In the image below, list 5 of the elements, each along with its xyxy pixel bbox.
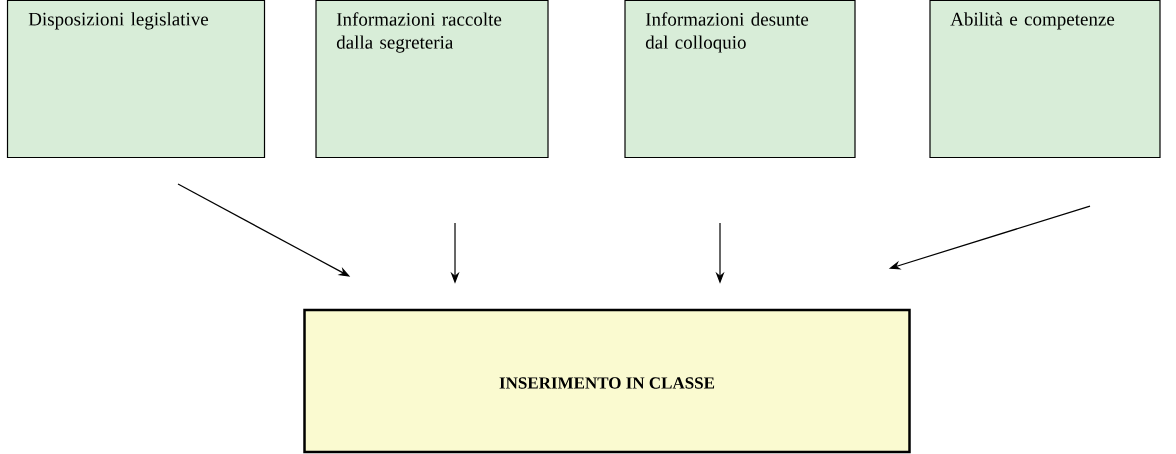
source-box: Abilità e competenze: [929, 0, 1161, 159]
target-box: INSERIMENTO IN CLASSE: [303, 308, 911, 454]
source-box: Informazioni desunte dal colloquio: [624, 0, 856, 159]
source-box: Disposizioni legislative: [6, 0, 266, 159]
source-box: Informazioni raccolte dalla segreteria: [315, 0, 549, 159]
